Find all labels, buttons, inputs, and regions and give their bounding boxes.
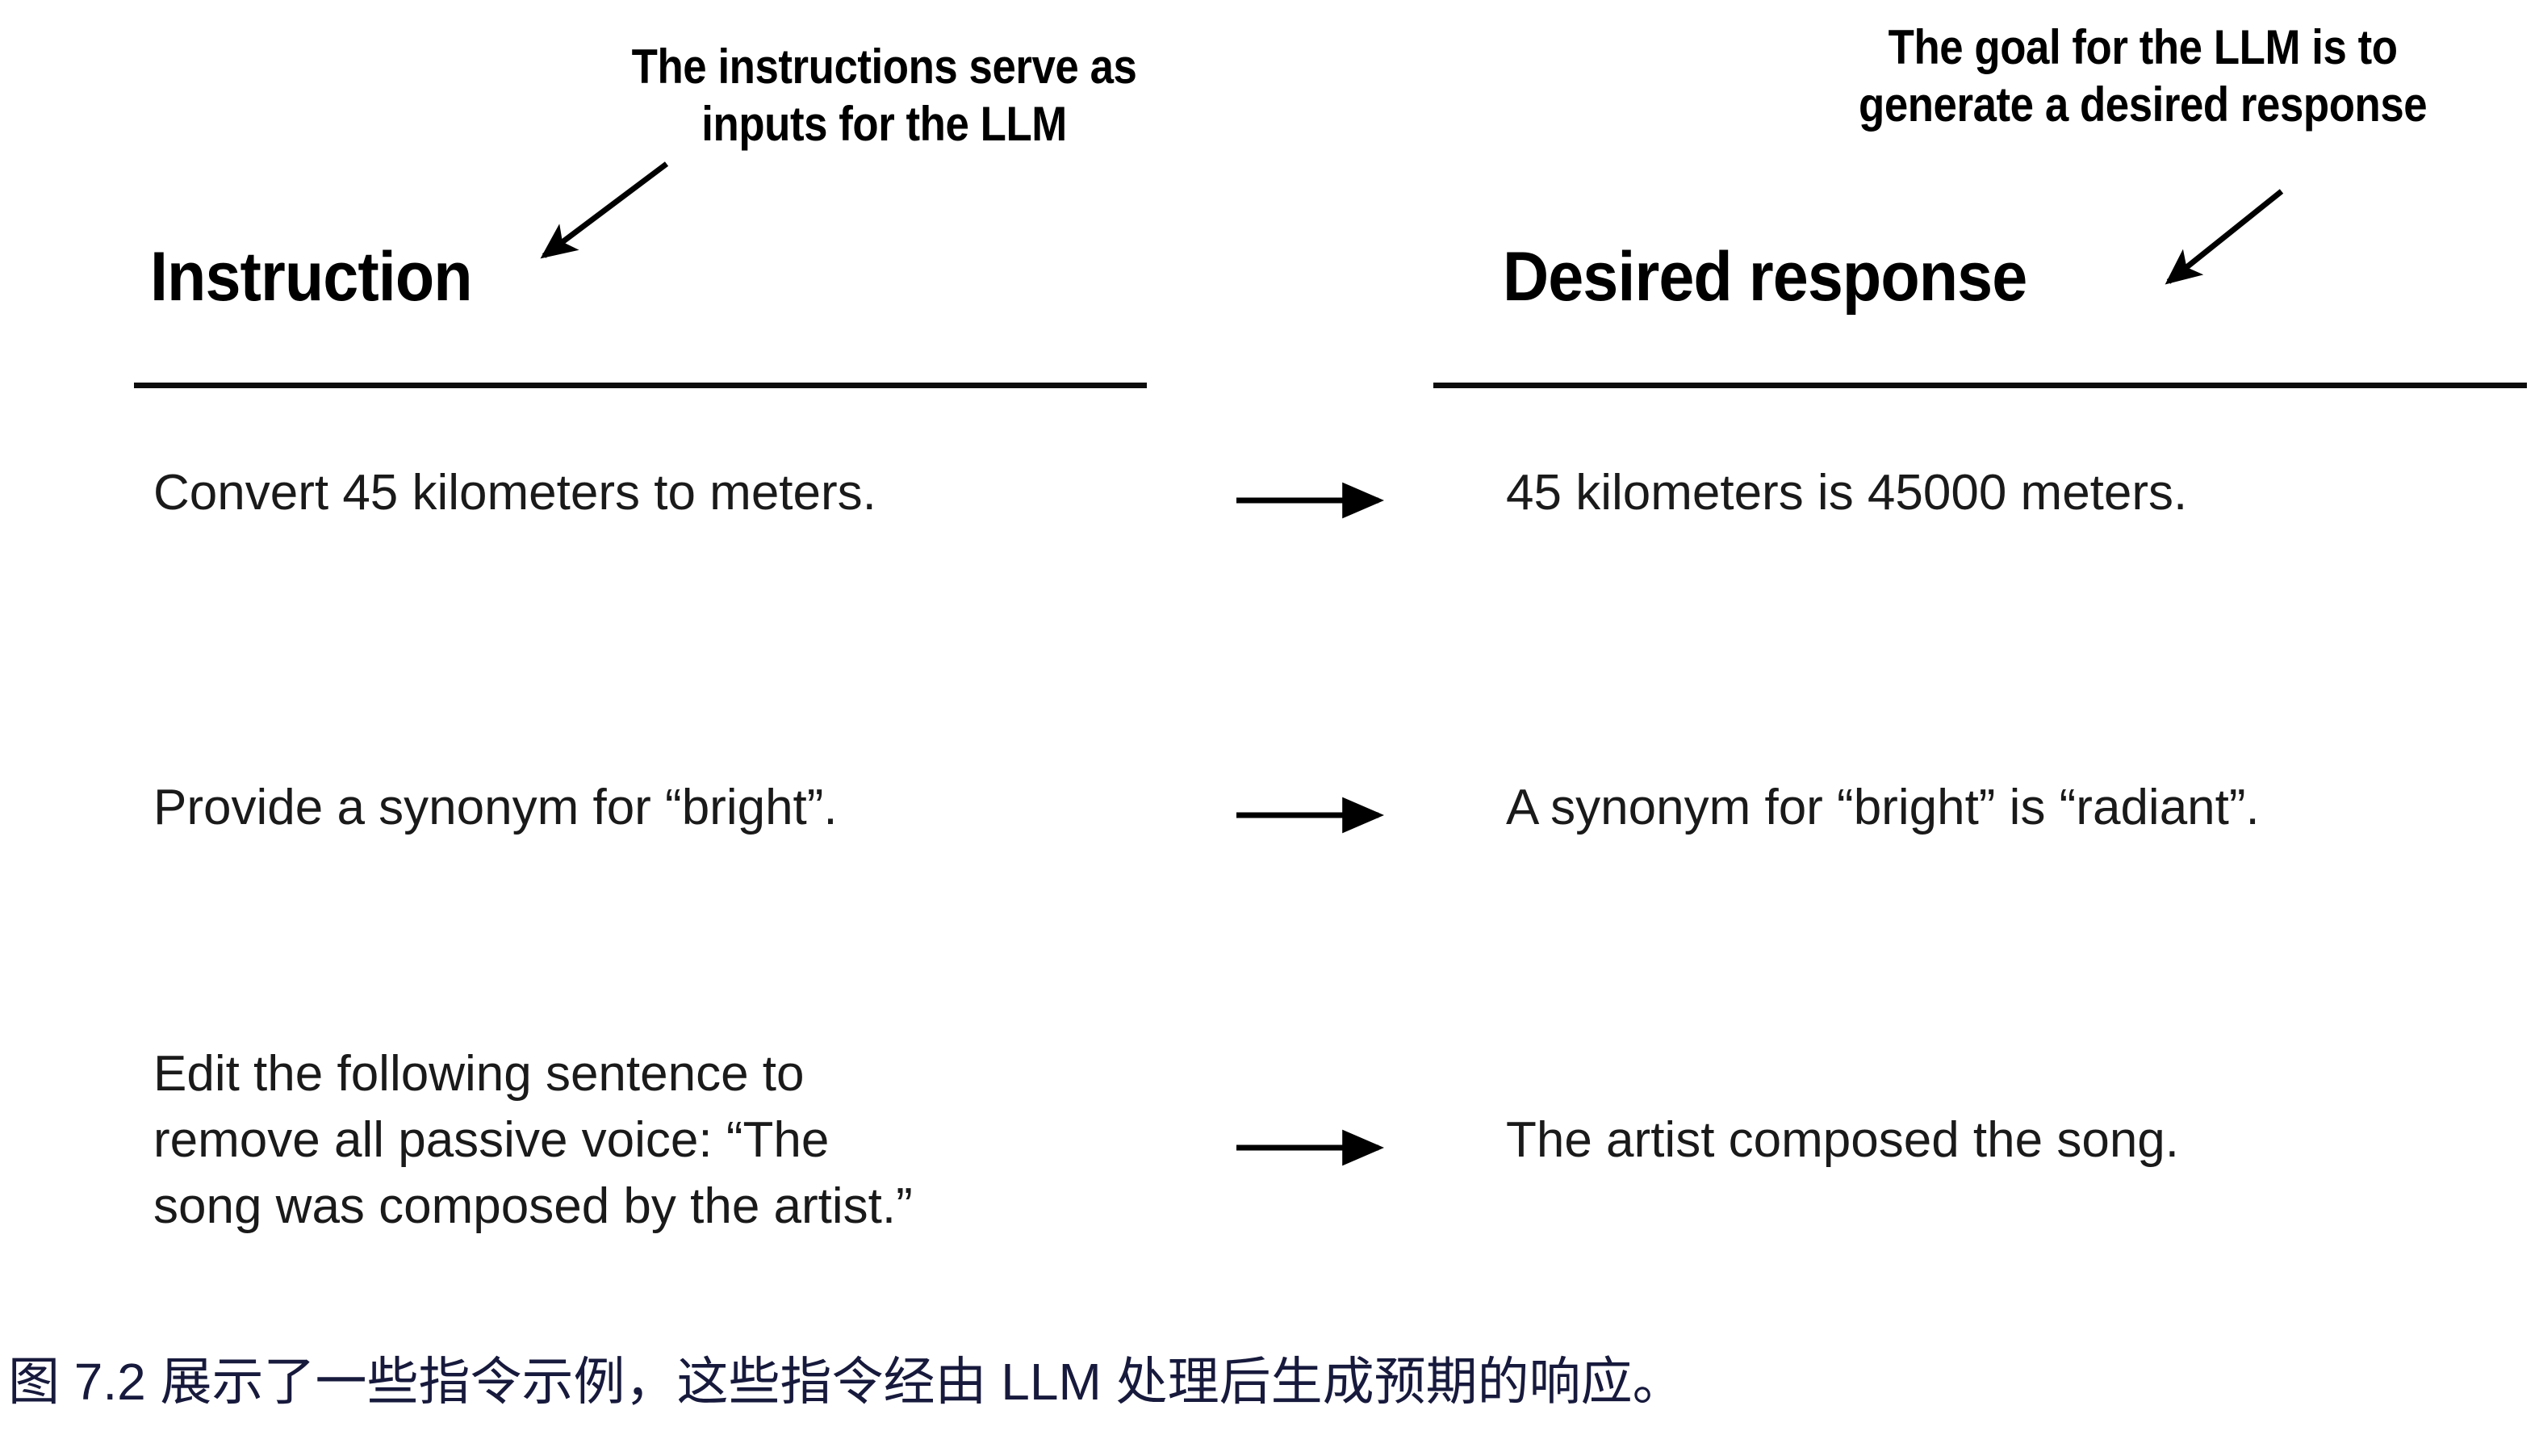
mapping-arrow-icon [1236, 1129, 1384, 1166]
response-cell: A synonym for “bright” is “radiant”. [1506, 780, 2260, 835]
instruction-callout-line-2: inputs for the LLM [701, 96, 1067, 151]
mapping-arrow-icon [1236, 482, 1384, 519]
mapping-arrow-icon [1236, 797, 1384, 834]
response-callout-line-2: generate a desired response [1859, 77, 2428, 132]
column-header-desired-response: Desired response [1503, 238, 2027, 316]
instruction-cell: Convert 45 kilometers to meters. [153, 465, 876, 521]
instruction-cell: Provide a synonym for “bright”. [153, 780, 838, 835]
figure-caption: 图 7.2 展示了一些指令示例，这些指令经由 LLM 处理后生成预期的响应。 [8, 1353, 1684, 1411]
response-callout-text: The goal for the LLM is to generate a de… [1859, 19, 2428, 134]
response-callout-line-1: The goal for the LLM is to [1888, 20, 2398, 74]
column-divider-left [134, 383, 1147, 388]
response-callout-arrow-icon [2165, 189, 2284, 285]
response-cell: The artist composed the song. [1506, 1112, 2180, 1168]
column-divider-right [1433, 383, 2527, 388]
instruction-callout-arrow-icon [540, 161, 669, 259]
response-cell: 45 kilometers is 45000 meters. [1506, 465, 2188, 521]
column-header-instruction: Instruction [150, 238, 473, 316]
instruction-cell: Edit the following sentence to remove al… [153, 1046, 913, 1234]
instruction-callout-text: The instructions serve as inputs for the… [632, 39, 1137, 153]
instruction-callout-line-1: The instructions serve as [631, 40, 1137, 94]
